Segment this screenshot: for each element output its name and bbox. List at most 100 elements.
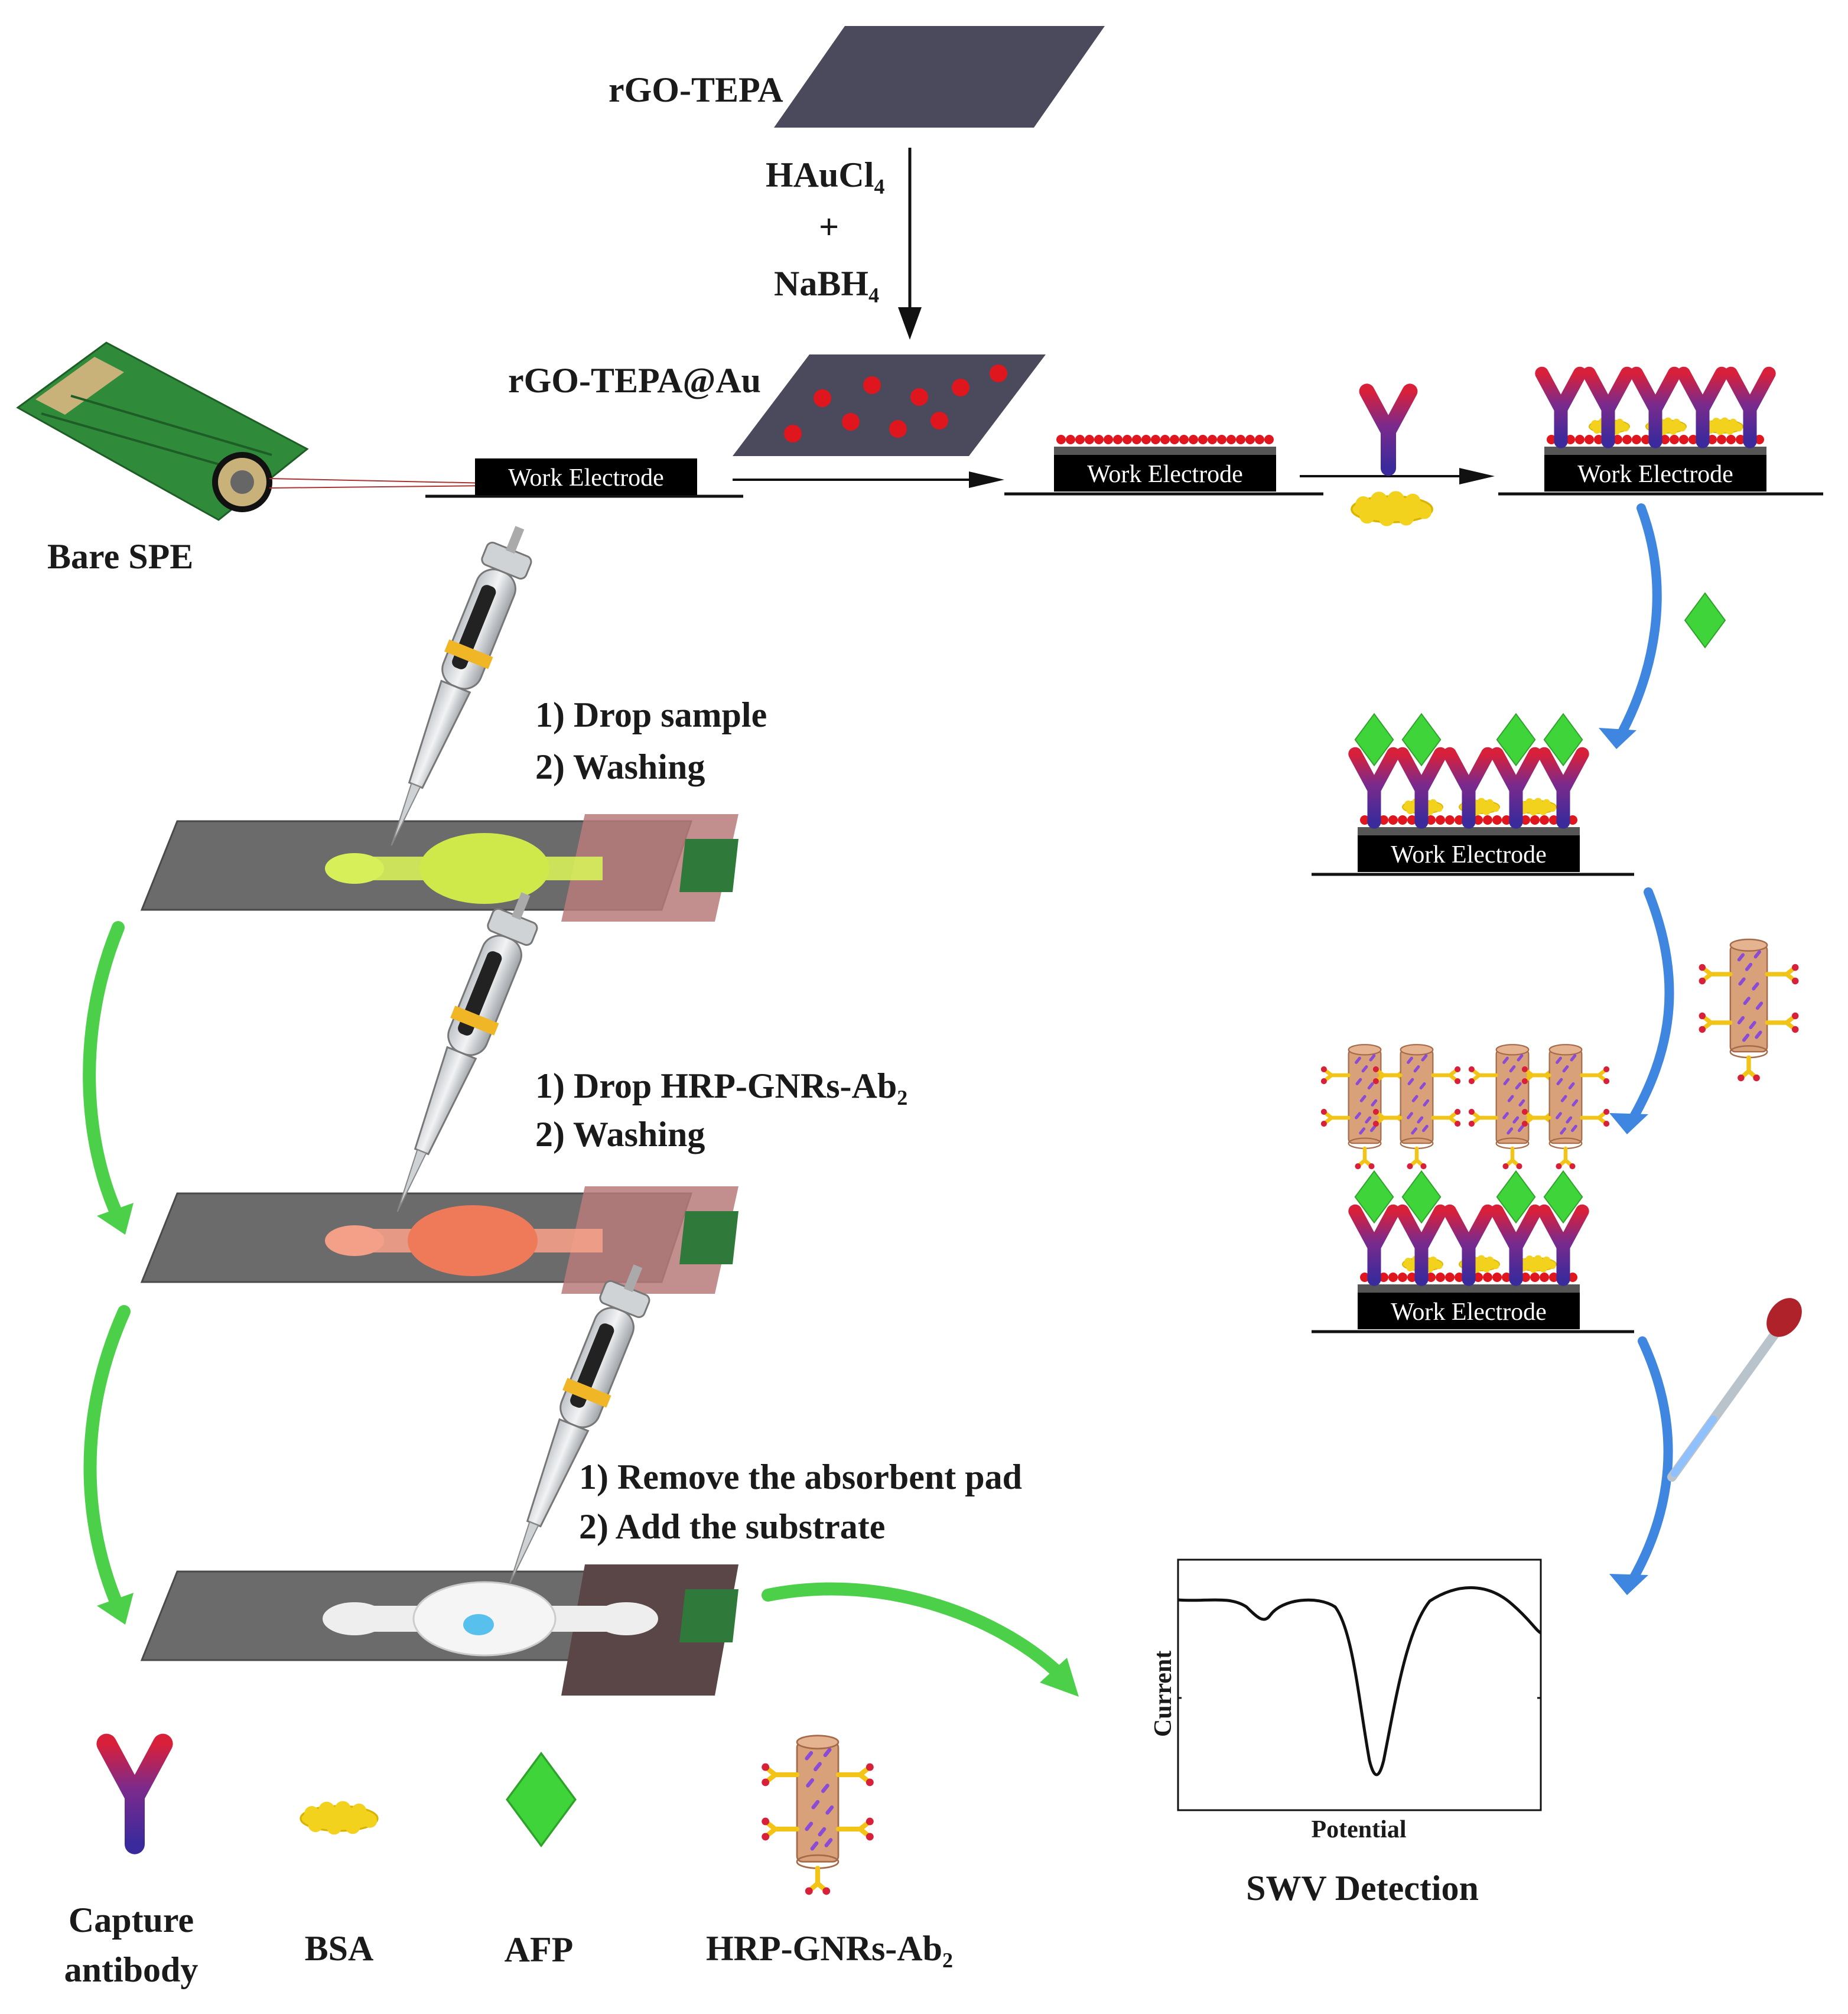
au-nanoparticle xyxy=(1568,815,1577,825)
legend-capture-antibody-icon xyxy=(106,1744,162,1844)
au-nanoparticle xyxy=(1755,435,1764,444)
au-nanoparticle xyxy=(1198,435,1208,444)
green-arrow-1 xyxy=(83,921,134,1235)
hrp-gnr-conjugate xyxy=(1373,1045,1460,1169)
pipette-1 xyxy=(369,518,543,855)
strip-1 xyxy=(140,814,738,922)
step1-line2: 2) Washing xyxy=(535,747,705,786)
green-arrow-2 xyxy=(83,1305,134,1625)
au-nanoparticle xyxy=(1189,435,1198,444)
swv-plot xyxy=(1177,1559,1542,1811)
legend-afp-icon xyxy=(506,1752,577,1847)
au-nanoparticle xyxy=(1398,815,1407,825)
au-nanoparticle xyxy=(1613,435,1622,444)
au-nanoparticle xyxy=(1530,815,1540,825)
work-electrode-4: Work Electrode xyxy=(1312,713,1634,876)
au-nanoparticle xyxy=(1226,435,1236,444)
au-nanoparticle xyxy=(1141,435,1151,444)
au-nanoparticle xyxy=(1379,1273,1388,1282)
au-nanoparticle xyxy=(1521,815,1530,825)
au-nanoparticle xyxy=(1217,435,1226,444)
haucl4-label: HAuCl₄ xyxy=(766,155,884,194)
au-nanoparticle xyxy=(1679,435,1688,444)
au-nanoparticle xyxy=(1179,435,1189,444)
au-nanoparticle xyxy=(1398,1273,1407,1282)
au-nanoparticle xyxy=(1632,435,1641,444)
au-nanoparticle xyxy=(1540,815,1549,825)
au-nanoparticle xyxy=(1726,435,1736,444)
rgo-tepa-sheet xyxy=(774,26,1105,128)
hrp-gnrs-reagent-icon xyxy=(1699,939,1799,1081)
legend-capture-antibody-line1: Capture xyxy=(69,1901,194,1940)
capture-antibody xyxy=(1542,373,1580,441)
legend-hrp-gnrs-label: HRP-GNRs-Ab₂ xyxy=(706,1929,953,1968)
bare-spe-label: Bare SPE xyxy=(47,537,193,576)
au-nanoparticle xyxy=(1455,815,1464,825)
au-nanoparticle xyxy=(1436,815,1445,825)
bsa-reagent-icon xyxy=(1351,490,1433,528)
au-nanoparticle xyxy=(1360,1273,1369,1282)
au-nanoparticle xyxy=(1594,435,1603,444)
work-electrode-4-label: Work Electrode xyxy=(1391,841,1547,868)
work-electrode-1: Work Electrode xyxy=(425,458,743,498)
blue-arrow-3 xyxy=(1609,1336,1673,1595)
au-nanoparticle xyxy=(1264,435,1274,444)
nabh4-label: NaBH₄ xyxy=(774,264,879,303)
au-nanoparticle xyxy=(1426,1273,1436,1282)
au-nanoparticle xyxy=(1085,435,1094,444)
au-nanoparticle xyxy=(1388,1273,1398,1282)
work-electrode-2-label: Work Electrode xyxy=(1087,461,1243,488)
work-electrode-1-label: Work Electrode xyxy=(508,464,664,492)
strip-3 xyxy=(140,1564,738,1696)
au-nanoparticle xyxy=(1549,815,1559,825)
au-nanoparticle xyxy=(1585,435,1594,444)
arrow-to-electrode-3 xyxy=(1300,468,1495,484)
au-nanoparticle xyxy=(1123,435,1132,444)
blue-arrow-1 xyxy=(1599,503,1662,749)
work-electrode-5-label: Work Electrode xyxy=(1391,1299,1547,1326)
au-nanoparticle xyxy=(1540,1273,1549,1282)
au-nanoparticle xyxy=(1473,815,1483,825)
work-electrode-2: Work Electrode xyxy=(1004,435,1323,496)
au-nanoparticle xyxy=(1208,435,1217,444)
au-nanoparticle xyxy=(1483,815,1492,825)
au-nanoparticle xyxy=(1426,815,1436,825)
au-nanoparticle xyxy=(1075,435,1085,444)
au-nanoparticle xyxy=(1407,1273,1417,1282)
au-nanoparticle xyxy=(1568,1273,1577,1282)
au-nanoparticle xyxy=(1445,815,1455,825)
au-nanoparticle xyxy=(1151,435,1160,444)
au-nanoparticle xyxy=(1547,435,1556,444)
au-nanoparticle xyxy=(1245,435,1255,444)
swv-curve xyxy=(1177,1586,1542,1777)
au-nanoparticle xyxy=(1502,815,1511,825)
au-nanoparticle xyxy=(1736,435,1745,444)
au-nanoparticle xyxy=(1113,435,1123,444)
work-electrode-3-label: Work Electrode xyxy=(1577,461,1733,488)
au-nanoparticle xyxy=(1066,435,1075,444)
au-nanoparticle xyxy=(1707,435,1717,444)
work-electrode-3: Work Electrode xyxy=(1498,373,1823,496)
au-nanoparticle xyxy=(1407,815,1417,825)
au-nanoparticle xyxy=(1566,435,1575,444)
legend-bsa-label: BSA xyxy=(305,1929,374,1968)
au-nanoparticle xyxy=(1660,435,1670,444)
step2-line1: 1) Drop HRP-GNRs-Ab₂ xyxy=(535,1066,907,1105)
au-nanoparticle xyxy=(1094,435,1104,444)
arrow-to-electrode-2 xyxy=(733,471,1004,488)
au-nanoparticle xyxy=(1445,1273,1455,1282)
au-nanoparticle xyxy=(1379,815,1388,825)
rgo-tepa-au-sheet xyxy=(733,354,1046,456)
au-nanoparticle xyxy=(1160,435,1170,444)
au-nanoparticle xyxy=(1455,1273,1464,1282)
dropper-icon xyxy=(1667,1298,1802,1482)
hrp-gnr-conjugate xyxy=(1522,1045,1609,1169)
au-nanoparticle xyxy=(1104,435,1113,444)
au-nanoparticle xyxy=(1132,435,1141,444)
hrp-gnr-conjugate xyxy=(1321,1045,1408,1169)
legend-afp-label: AFP xyxy=(505,1930,574,1969)
au-nanoparticle xyxy=(1388,815,1398,825)
au-nanoparticle xyxy=(1622,435,1632,444)
swv-xlabel: Potential xyxy=(1312,1816,1407,1843)
hrp-gnr-conjugate xyxy=(1469,1045,1556,1169)
